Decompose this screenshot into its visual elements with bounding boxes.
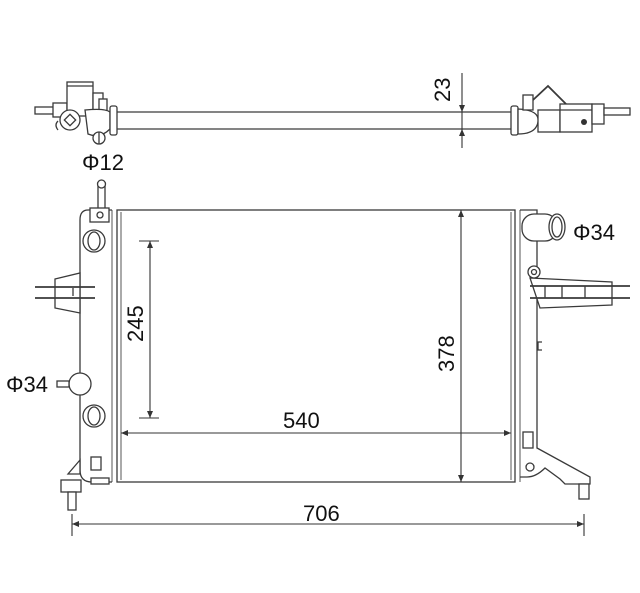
radiator-core [116, 209, 516, 483]
dim-23-label: 23 [430, 77, 455, 102]
dim-540 [121, 430, 511, 436]
dim-706 [71, 514, 585, 536]
dim-706-label: 706 [303, 501, 340, 526]
phi12-callout: Φ12 [82, 150, 125, 175]
front-view [35, 179, 630, 536]
phi34-left-callout: Φ34 [6, 372, 49, 397]
top-left-fitting [34, 81, 118, 145]
top-right-fitting [510, 84, 631, 136]
dim-23 [459, 73, 465, 148]
dim-378-label: 378 [434, 335, 459, 372]
dim-540-label: 540 [283, 408, 320, 433]
top-view [34, 73, 631, 148]
phi34-right-callout: Φ34 [573, 220, 616, 245]
right-tank [520, 209, 630, 500]
dim-245 [139, 240, 159, 419]
left-tank [35, 179, 112, 511]
dim-378 [458, 210, 464, 482]
dim-245-label: 245 [123, 305, 148, 342]
